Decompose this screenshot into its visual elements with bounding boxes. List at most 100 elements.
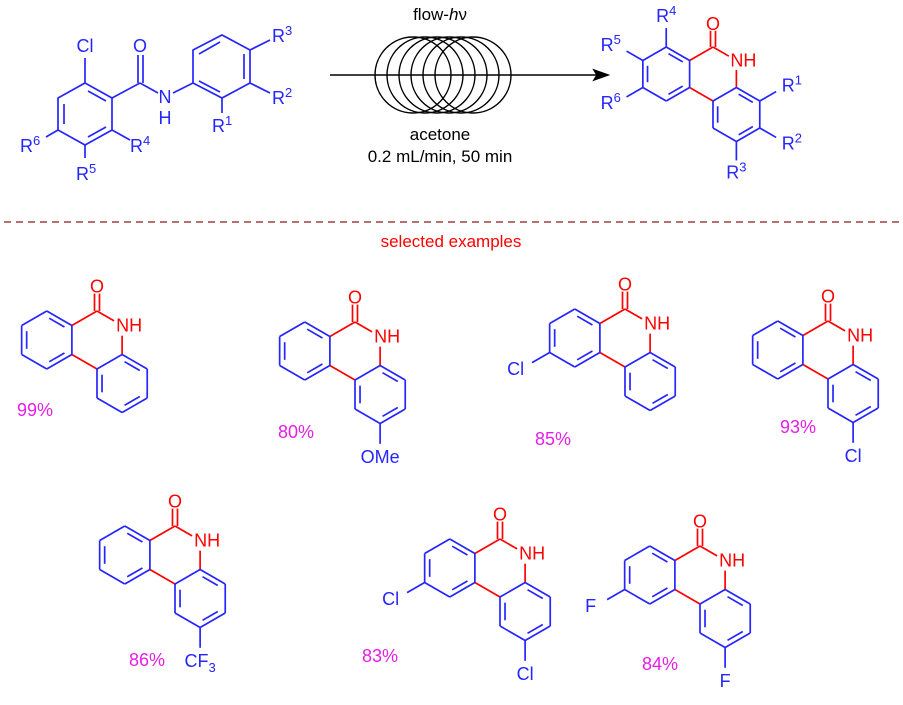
- bond: [202, 610, 219, 622]
- bond: [121, 397, 148, 414]
- nh-label: NH: [519, 544, 545, 564]
- bond: [474, 538, 501, 555]
- carbonyl-oxygen-label: O: [693, 511, 707, 531]
- carbonyl-oxygen-label: O: [168, 491, 182, 511]
- substituent-label-C9: R6: [601, 90, 621, 113]
- bond: [624, 395, 651, 412]
- bond: [71, 310, 98, 327]
- bond: [689, 86, 714, 102]
- bond: [202, 575, 219, 587]
- bond: [779, 327, 796, 338]
- nh-label: NH: [116, 316, 142, 336]
- yield-label: 83%: [362, 646, 398, 666]
- bond: [624, 588, 651, 605]
- bond: [827, 320, 846, 332]
- substituent-label-C2: Cl: [845, 446, 862, 466]
- bond: [424, 581, 451, 598]
- bond: [449, 581, 476, 598]
- yield-label: 99%: [17, 400, 53, 420]
- substituent-label-C2: OMe: [361, 447, 400, 467]
- bond: [474, 581, 501, 598]
- bond: [99, 525, 126, 542]
- bond: [699, 588, 726, 605]
- carbonyl-oxygen-label: O: [821, 286, 835, 306]
- r3-label: R3: [272, 23, 292, 46]
- bond: [354, 408, 381, 425]
- reactant-ring-left: [57, 82, 113, 146]
- bond: [48, 317, 65, 328]
- carbonyl-oxygen-label: O: [706, 14, 720, 34]
- bond: [624, 545, 651, 562]
- bond: [379, 364, 406, 381]
- nh-label: NH: [374, 327, 400, 347]
- bond: [624, 308, 643, 320]
- bond: [524, 581, 551, 598]
- bond: [124, 360, 141, 372]
- bond: [652, 393, 669, 405]
- bond: [149, 525, 176, 542]
- bond: [576, 315, 593, 326]
- bond: [424, 538, 451, 555]
- bond: [642, 86, 667, 102]
- bond: [855, 405, 872, 417]
- bond: [855, 370, 872, 382]
- bond: [499, 581, 526, 598]
- bond: [21, 353, 48, 370]
- rate-time-label: 0.2 mL/min, 50 min: [368, 147, 513, 166]
- bond: [174, 525, 193, 537]
- bond: [735, 86, 761, 102]
- bond: [279, 364, 306, 381]
- carbonyl-oxygen-label: O: [348, 287, 362, 307]
- bond: [329, 321, 356, 338]
- bond: [712, 46, 730, 57]
- yield-label: 85%: [535, 429, 571, 449]
- nh-label: NH: [644, 314, 670, 334]
- yield-label: 80%: [278, 422, 314, 442]
- bond: [852, 407, 879, 424]
- bond: [574, 308, 601, 325]
- bond: [549, 351, 576, 368]
- bond: [649, 545, 676, 562]
- bond: [665, 86, 691, 102]
- bond: [738, 93, 754, 104]
- bond: [624, 351, 651, 368]
- bond: [712, 127, 737, 143]
- bond: [599, 351, 626, 368]
- bond: [46, 353, 73, 370]
- reactant-structure: [45, 34, 271, 158]
- bond: [649, 588, 676, 605]
- bond: [712, 86, 737, 102]
- reactant-ring-right: [192, 34, 251, 99]
- flow-coil-icon: [374, 36, 512, 114]
- amide-n-label: N: [159, 87, 172, 107]
- bond: [149, 568, 176, 585]
- r2-label: R2: [272, 85, 292, 108]
- bond: [71, 353, 98, 370]
- r6-label: R6: [20, 133, 40, 156]
- bond: [126, 567, 143, 578]
- bond: [304, 321, 331, 338]
- bond: [96, 310, 115, 322]
- bond: [96, 353, 123, 370]
- solvent-label: acetone: [410, 125, 471, 144]
- reactant-labels: Cl O N H R3 R2 R1 R4 R6 R5: [20, 23, 292, 184]
- bond: [499, 538, 518, 550]
- bond: [599, 308, 626, 325]
- bond: [354, 364, 381, 381]
- nh-label: NH: [719, 551, 745, 571]
- substituent-label-C9: Cl: [382, 589, 399, 609]
- bond: [524, 625, 551, 642]
- bond: [752, 320, 779, 337]
- bond: [651, 587, 668, 598]
